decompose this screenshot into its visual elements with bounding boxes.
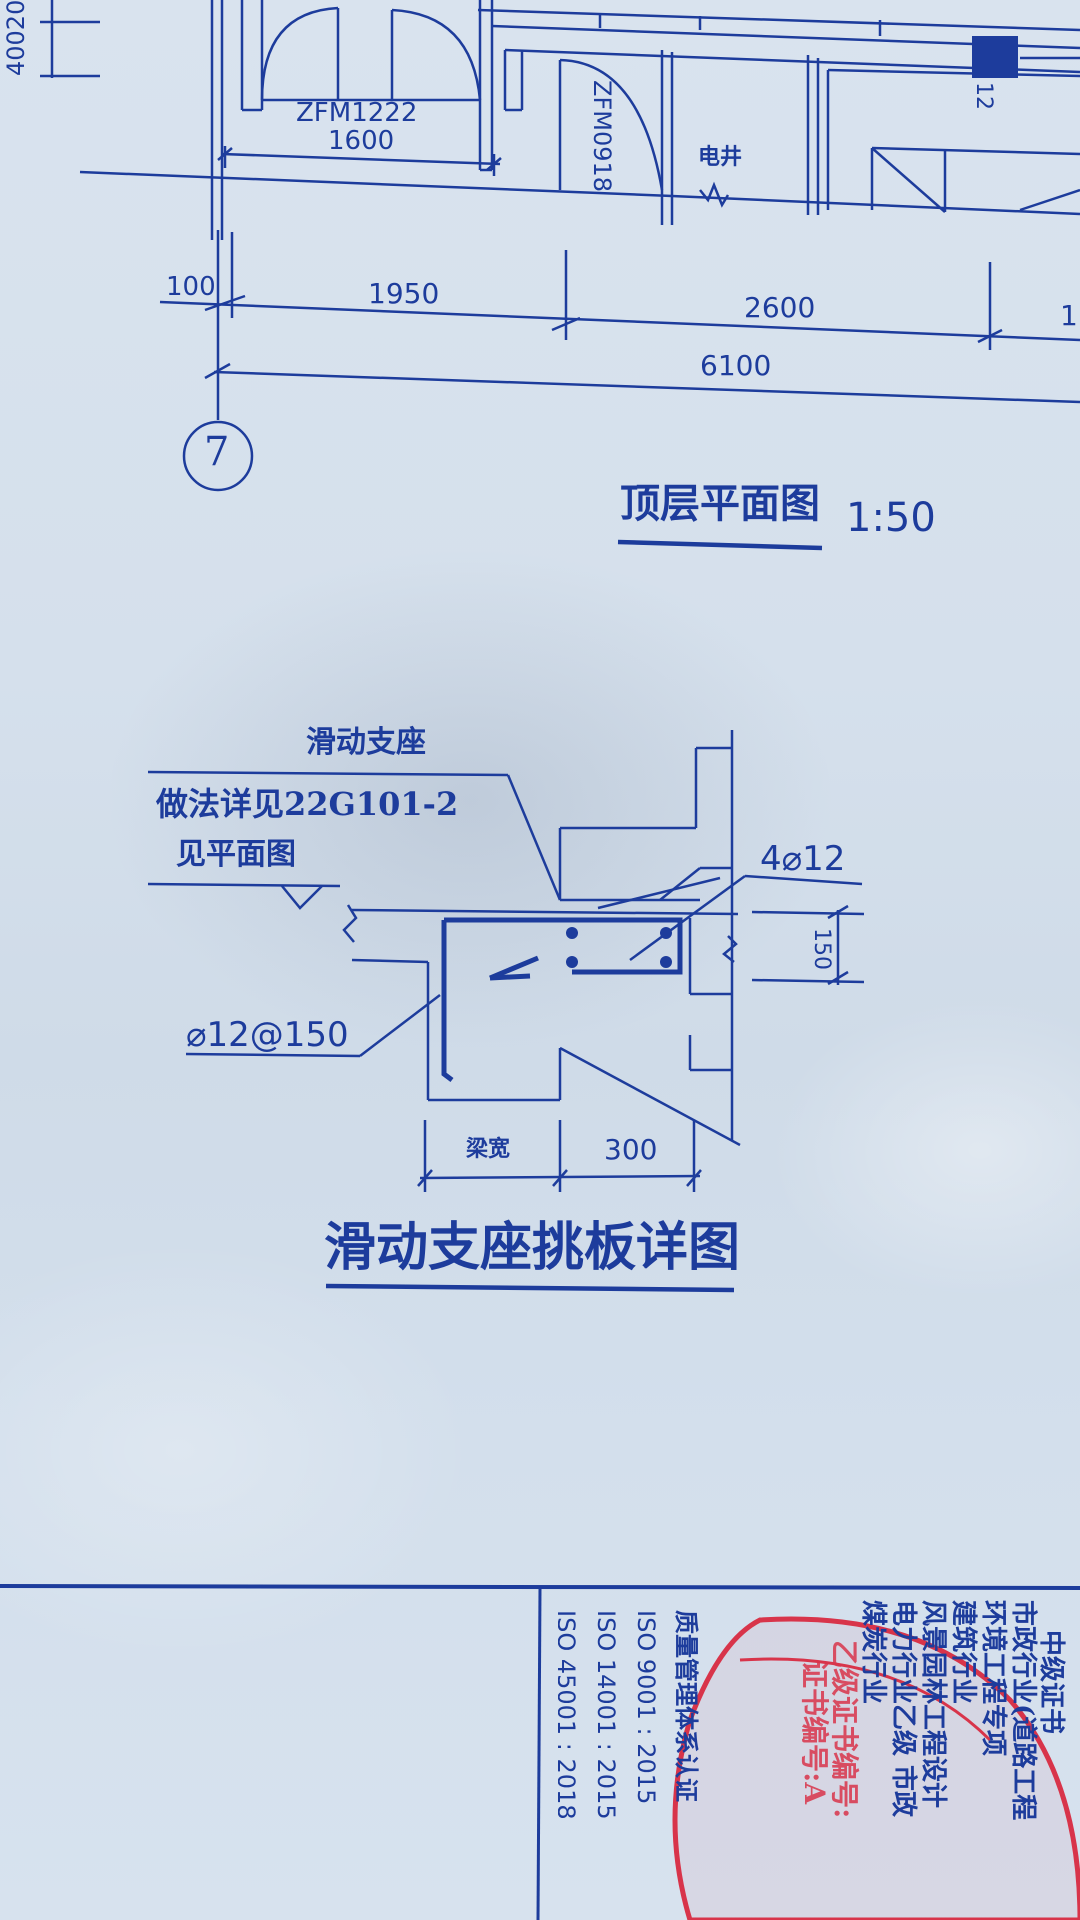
- rebar-stirrup-label: ⌀12@150: [186, 1015, 349, 1055]
- detail-linework: [147, 730, 865, 1293]
- support-label: 滑动支座: [306, 725, 426, 760]
- tb-line-8: 质量管理体系认证: [672, 1610, 701, 1802]
- door2-code: ZFM0918: [588, 80, 616, 193]
- axis-number: 7: [204, 429, 230, 475]
- tb-line-2: 市政行业(道路工程: [1008, 1600, 1038, 1821]
- room-label: 电井: [698, 144, 743, 170]
- small-mark: 12: [971, 82, 996, 110]
- see-plan-label: 见平面图: [176, 837, 296, 872]
- dim-300: 300: [604, 1133, 658, 1166]
- dim-edge: 1: [1060, 299, 1078, 332]
- door1-width: 1600: [328, 126, 395, 156]
- title-block: 中级证书 市政行业(道路工程 环境工程专项 建筑行业 风景园林工程设计 电力行业…: [558, 1600, 1078, 1920]
- red-seal-stamp: [672, 1616, 1080, 1920]
- plan-title: 顶层平面图: [620, 480, 820, 527]
- dim-total: 6100: [700, 349, 772, 382]
- dim-beam-width: 梁宽: [466, 1136, 511, 1162]
- rebar-dots: [566, 927, 672, 968]
- method-label: 做法详见22G101-2: [156, 785, 459, 823]
- tb-line-11: ISO 45001 : 2018: [558, 1610, 580, 1820]
- tb-line-6: 电力行业乙级 市政: [888, 1600, 918, 1818]
- stamp-text-1: 乙级证书编号:: [828, 1640, 861, 1819]
- tb-line-3: 环境工程专项: [978, 1600, 1008, 1757]
- plan-scale: 1:50: [846, 495, 936, 541]
- detail-title: 滑动支座挑板详图: [324, 1217, 741, 1278]
- tb-line-1: 中级证书: [1036, 1630, 1066, 1735]
- tb-line-5: 风景园林工程设计: [918, 1600, 948, 1809]
- tb-line-9: ISO 9001 : 2015: [632, 1610, 660, 1805]
- plan-linework: [40, 0, 1080, 551]
- stamp-text-2: 证书编号:A: [798, 1660, 831, 1805]
- dim-2600: 2600: [744, 291, 816, 324]
- tb-line-7: 煤炭行业: [858, 1600, 888, 1705]
- dim-1950: 1950: [368, 277, 440, 310]
- title-block-lines: [0, 1584, 1080, 1920]
- dim-100: 100: [166, 272, 216, 302]
- tb-line-10: ISO 14001 : 2015: [592, 1610, 620, 1820]
- dim-height-150: 150: [809, 928, 834, 970]
- tb-line-4: 建筑行业: [948, 1600, 978, 1705]
- rebar-top-label: 4⌀12: [760, 839, 846, 879]
- dim-partial: 40020: [2, 0, 30, 76]
- door1-code: ZFM1222: [296, 98, 418, 128]
